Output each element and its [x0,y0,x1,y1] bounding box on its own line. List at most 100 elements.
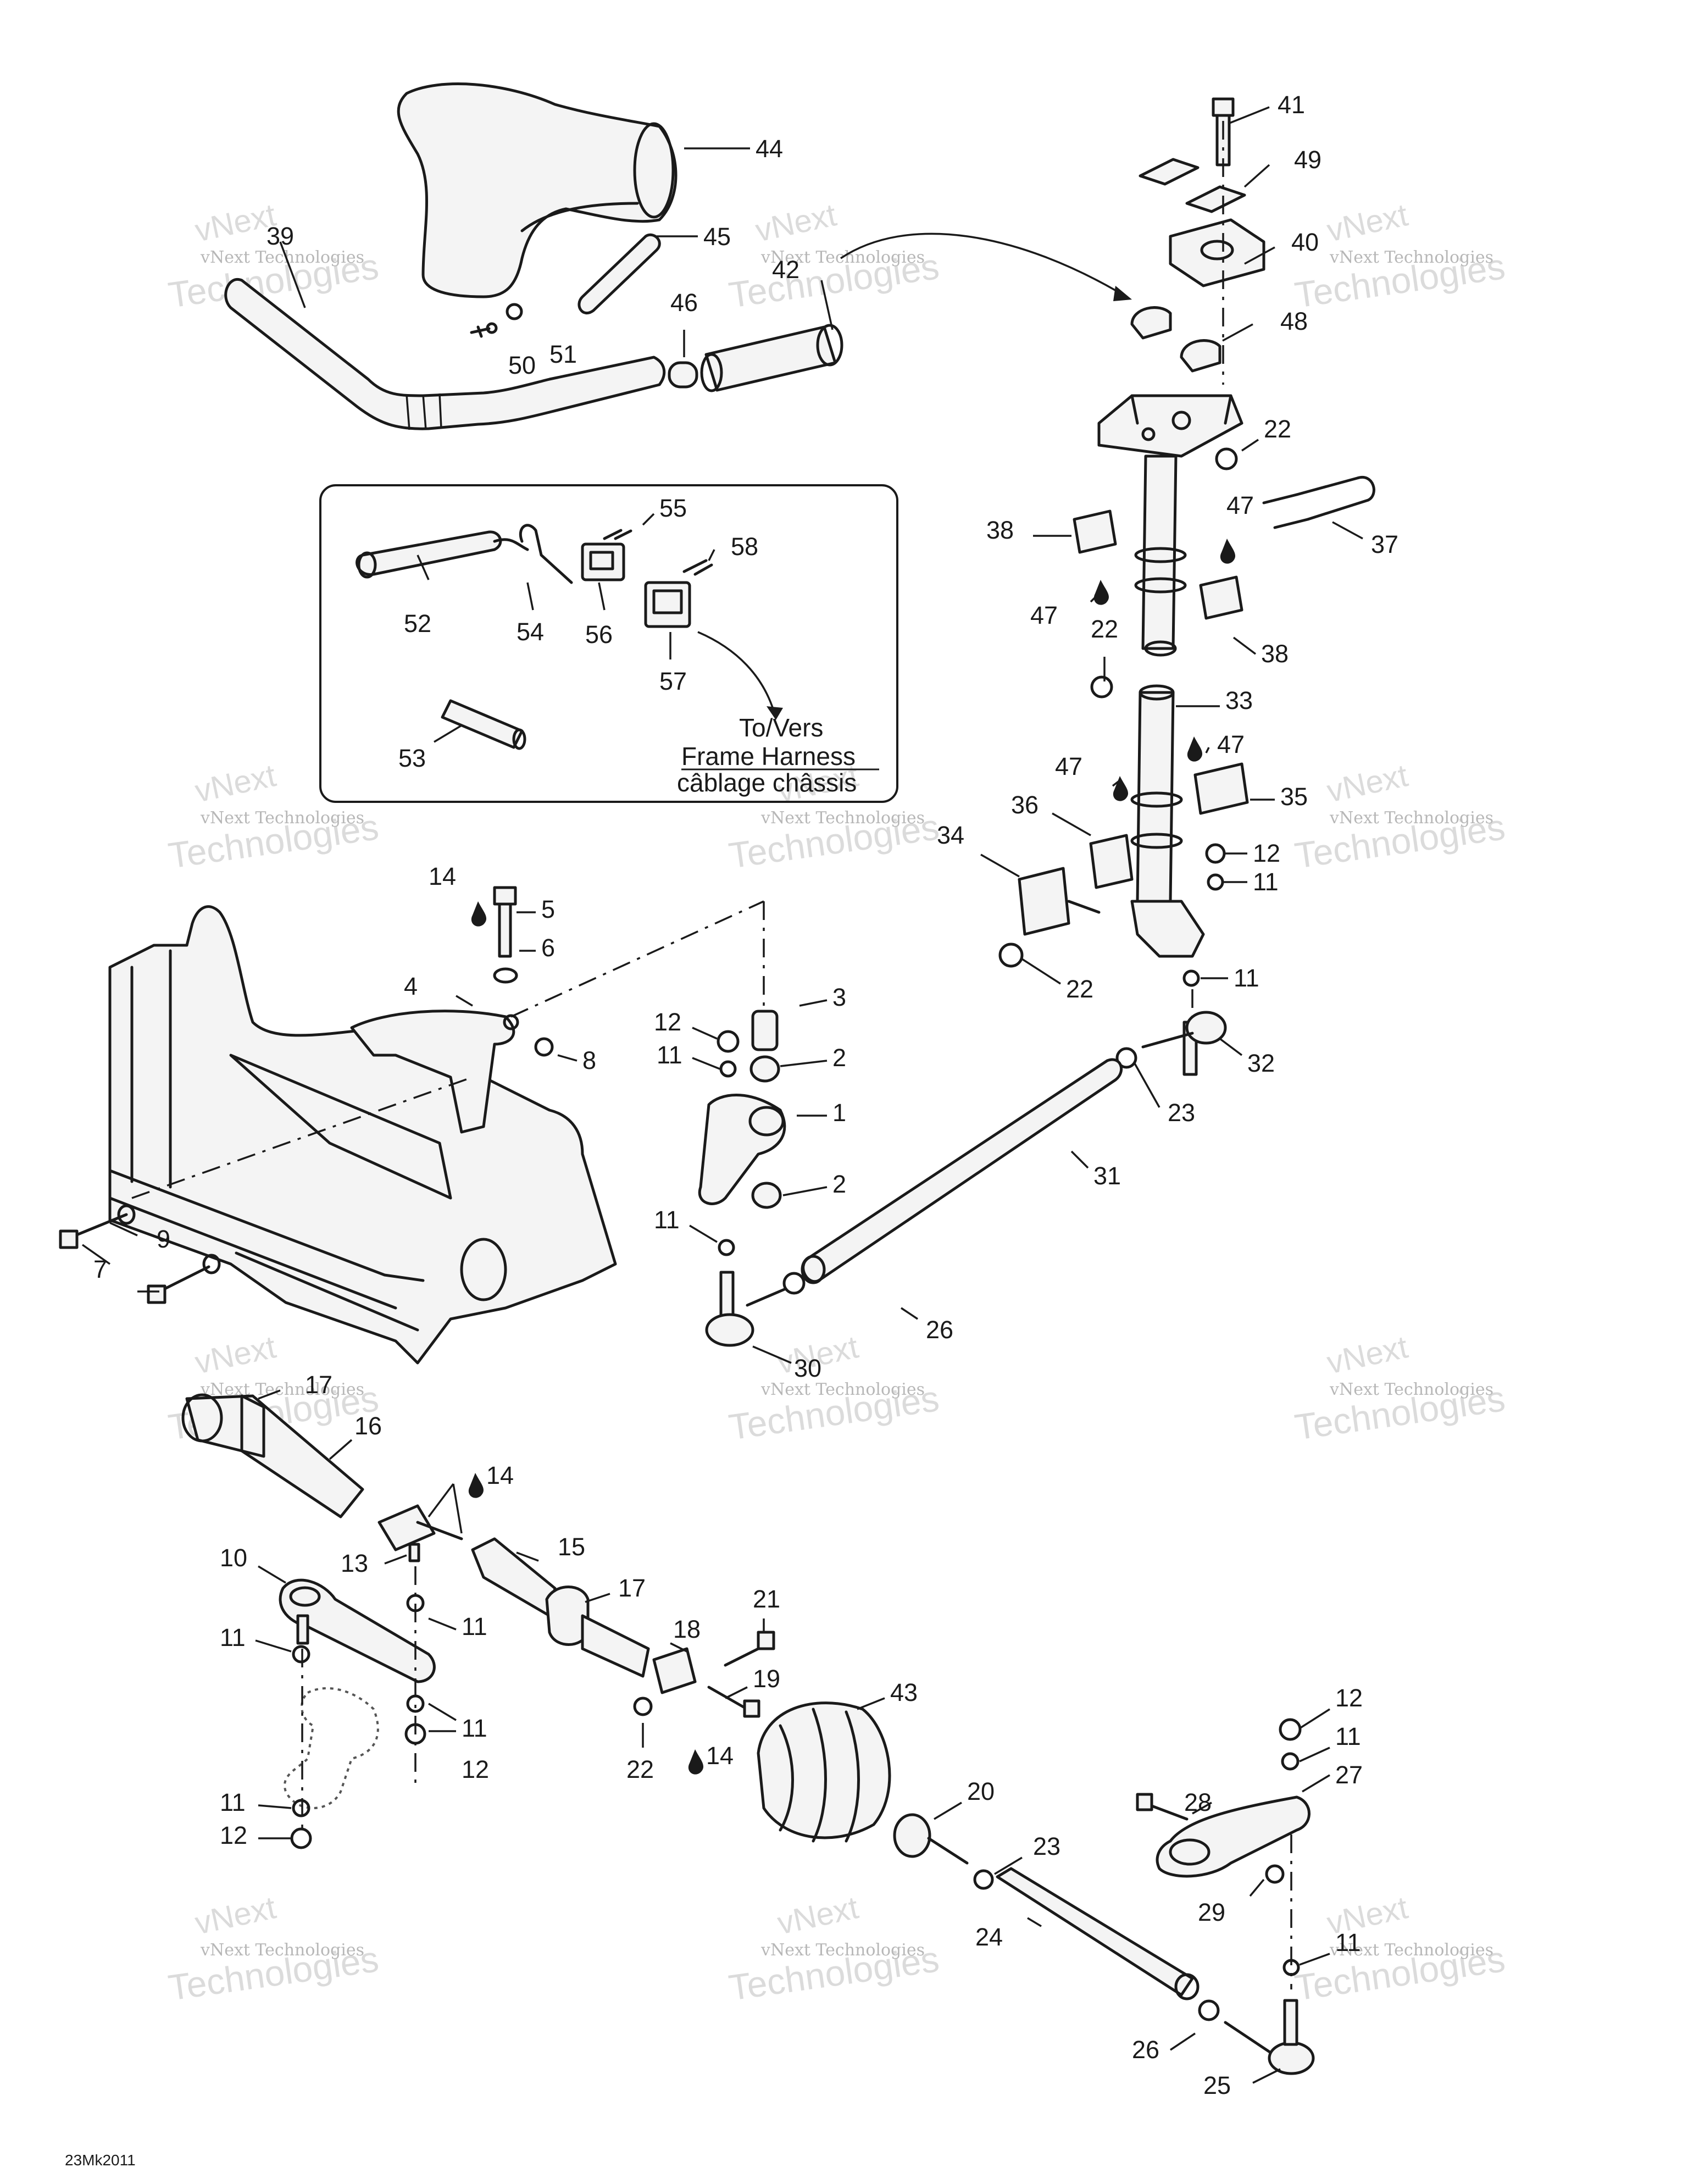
callout-48: 48 [1280,307,1308,335]
callout-54: 54 [517,618,544,646]
callout-52: 52 [404,609,431,638]
callout-10: 10 [220,1544,247,1572]
callout-3: 3 [832,983,846,1011]
nut-26b [1198,1999,1220,2021]
callout-25: 25 [1203,2071,1231,2099]
callout-41: 41 [1278,91,1305,119]
svg-text:vNext Technologies: vNext Technologies [1329,1941,1493,1960]
cablage-chassis-label: câblage châssis [677,768,857,797]
callout-2: 2 [832,1170,846,1198]
callout-17: 17 [618,1574,646,1602]
rings [1130,547,1187,849]
svg-text:vNext Technologies: vNext Technologies [1329,1380,1493,1399]
callout-37: 37 [1371,530,1398,558]
steering-column-33 [1130,684,1205,958]
bushing-36 [1089,834,1134,889]
callout-47: 47 [1055,752,1082,780]
grip-42 [700,324,843,392]
callout-5: 5 [541,895,555,923]
grip-insert-46 [668,361,698,389]
nut-26a [782,1272,806,1295]
callout-15: 15 [558,1533,585,1561]
nut-8 [534,1037,554,1057]
callout-14: 14 [429,862,456,890]
svg-text:vNext Technologies: vNext Technologies [1329,808,1493,828]
callout-53: 53 [398,744,426,772]
spacer-3 [751,1010,779,1051]
arrowhead-icon [767,706,783,720]
callout-12: 12 [1253,839,1280,867]
callout-6: 6 [541,934,555,962]
callout-57: 57 [659,667,687,695]
watermark-center-right: vNext vNext Technologies Technologies [1292,1329,1508,1448]
bolt-21 [724,1631,775,1667]
bushing-35 [1193,762,1249,815]
svg-text:vNext: vNext [192,1329,279,1381]
callout-51: 51 [549,340,577,368]
coupler-13 [377,1504,463,1562]
spacer-2b [751,1182,782,1209]
tie-rod-24 [996,1867,1200,2000]
svg-text:vNext Technologies: vNext Technologies [760,1380,925,1399]
callout-12: 12 [1335,1684,1363,1712]
arrow-grip-to-column [840,232,1127,298]
callout-39: 39 [266,222,294,250]
clamp-40 [1169,218,1265,287]
callout-9: 9 [157,1225,170,1253]
nut-51 [506,303,523,320]
to-vers-label: To/Vers [739,713,823,742]
callout-22: 22 [626,1755,654,1783]
terminal-58 [682,559,713,576]
connector-57 [644,581,691,628]
screw-28 [1136,1793,1189,1821]
shaft-15 [471,1537,557,1617]
terminal-55 [603,529,632,540]
svg-text:vNext Technologies: vNext Technologies [1329,248,1493,267]
nuts-arm-27 [1279,1718,1302,1976]
lube-drop-icon [688,1749,704,1775]
plate-49 [1139,158,1246,213]
watermark-top-right: vNext vNext Technologies Technologies [1292,197,1508,315]
frame-harness-label: Frame Harness [681,742,856,771]
plate-18 [652,1647,697,1694]
callout-2: 2 [832,1044,846,1072]
bushing-17 [545,1586,650,1678]
leader-lines [81,106,1363,2084]
nut-22d [633,1697,653,1716]
callout-11: 11 [1335,1722,1361,1750]
callout-20: 20 [967,1777,995,1805]
tie-rod-31 [801,1058,1123,1284]
callout-58: 58 [731,533,758,561]
pitman-arm-10 [279,1578,436,1683]
bushing-38a [1073,509,1117,554]
callout-23: 23 [1168,1099,1195,1127]
lube-drop-icon [468,1473,484,1498]
callout-12: 12 [654,1008,681,1036]
washers-9 [117,1204,221,1274]
svg-text:vNext: vNext [752,197,840,248]
watermark-top-left: vNext vNext Technologies Technologies [166,197,381,315]
callout-12: 12 [220,1821,247,1849]
centerline-bracket [510,900,764,1018]
handlebar-39 [224,278,666,430]
watermark-mid-left: vNext vNext Technologies Technologies [166,757,381,876]
clamp-34 [1018,867,1101,936]
callout-45: 45 [703,223,731,251]
nuts-arm [717,1030,740,1256]
steering-column-upper [1141,454,1178,657]
drawing-code: 23Mk2011 [65,2152,136,2169]
callout-18: 18 [673,1615,701,1643]
nut-29 [1265,1864,1285,1884]
callout-26: 26 [926,1316,953,1344]
handlebar-pad-44 [397,82,678,298]
callout-33: 33 [1225,686,1253,714]
callout-47: 47 [1226,491,1254,519]
lube-drop-icons [468,539,1236,1775]
frame [108,905,617,1365]
arrowhead-icon [1113,286,1132,301]
callout-17: 17 [305,1371,332,1399]
callout-1: 1 [832,1099,846,1127]
nut-23b [973,1869,994,1890]
callout-49: 49 [1294,146,1321,174]
